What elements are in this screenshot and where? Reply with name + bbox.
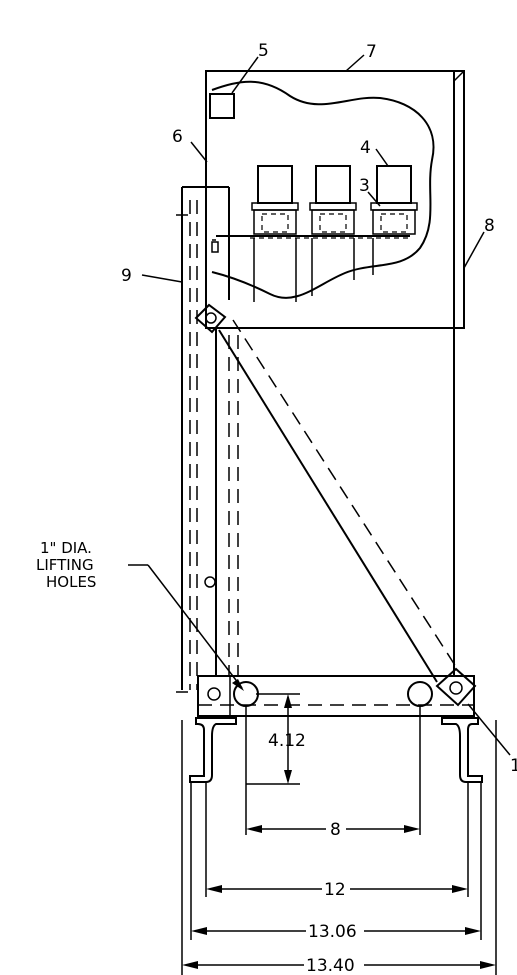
fuse-blocks — [211, 165, 418, 302]
lifting-hole-right — [407, 681, 433, 707]
enclosure — [205, 70, 465, 329]
channel-foot-right — [441, 717, 483, 783]
dim-12: 12 — [324, 880, 346, 900]
callout-4: 4 — [360, 138, 371, 158]
note-line-2: LIFTING — [36, 556, 94, 574]
dimensions — [181, 693, 497, 975]
callout-1: 1 — [510, 756, 517, 776]
note-line-1: 1" DIA. — [40, 539, 92, 557]
callout-6: 6 — [172, 127, 183, 147]
cutaway-outline — [211, 80, 435, 299]
dim-4-12: 4.12 — [268, 731, 306, 751]
callout-8: 8 — [484, 216, 495, 236]
leaders — [128, 54, 511, 756]
dim-13-06: 13.06 — [308, 922, 357, 942]
callout-5: 5 — [258, 41, 269, 61]
callout-9: 9 — [121, 266, 132, 286]
dim-13-40: 13.40 — [306, 956, 355, 975]
note-line-3: HOLES — [46, 573, 96, 591]
channel-foot-left — [189, 717, 237, 783]
lower-frame — [215, 328, 455, 676]
callout-3: 3 — [359, 176, 370, 196]
dim-8: 8 — [330, 820, 341, 840]
side-channel — [176, 186, 230, 693]
base-rail — [189, 675, 483, 783]
component-5 — [209, 93, 235, 119]
callout-7: 7 — [366, 42, 377, 62]
